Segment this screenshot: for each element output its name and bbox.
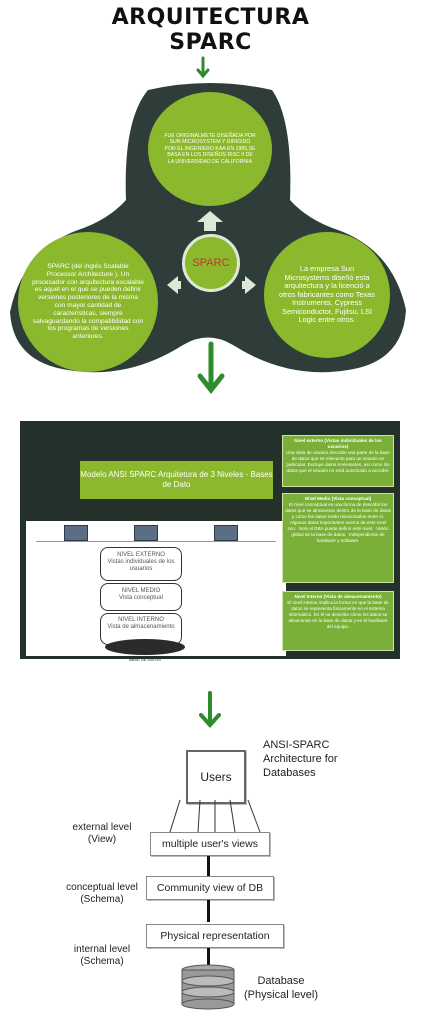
level-interno-desc: Vista de almacenamiento xyxy=(107,624,175,630)
users-box: Users xyxy=(186,750,246,804)
side-box-external-heading: Nivel externo (Vistas individuales de lo… xyxy=(294,438,382,449)
ansi-slide-panel: Modelo ANSI SPARC Arquitetura de 3 Nivel… xyxy=(20,421,400,662)
sparc-origin-circle: FUE ORIGINALMETE DISEÑADA POR SUN MICROS… xyxy=(148,92,272,206)
left-arrow-icon xyxy=(167,276,181,294)
database-label: BASE DE DATOS xyxy=(129,657,161,662)
down-arrow-icon-3 xyxy=(199,691,221,728)
external-level-label: external level (View) xyxy=(72,822,132,845)
level-external-box: NIVEL EXTERNO Vistas individuales de los… xyxy=(100,547,182,581)
down-arrow-icon xyxy=(196,56,210,79)
computer-icon xyxy=(64,525,88,541)
internal-view-label: Physical representation xyxy=(160,930,270,942)
up-arrow-icon xyxy=(197,211,223,231)
database-level-label: Database (Physical level) xyxy=(244,975,318,1001)
sparc-definition-circle: SPARC (del inglés Scalable Processor Arc… xyxy=(18,232,158,372)
sparc-licensing-text: La empresa Sun Microsystems diseñó esta … xyxy=(279,263,375,325)
side-box-interno: Nivel Interno (Vista de almacenamiento) … xyxy=(282,591,394,651)
arch-title: ANSI-SPARC Architecture for Databases xyxy=(263,739,338,779)
computer-icon xyxy=(214,525,238,541)
connector-line xyxy=(207,900,210,922)
right-arrow-icon xyxy=(242,276,256,294)
side-box-medio-body: El nivel conceptual es una forma de desc… xyxy=(285,502,391,543)
level-medio-name: NIVEL MEDIO xyxy=(121,588,161,594)
external-view-label: multiple user's views xyxy=(162,838,258,850)
level-interno-name: NIVEL INTERNO xyxy=(118,617,164,623)
external-view-box: multiple user's views xyxy=(150,832,270,856)
sparc-definition-text: SPARC (del inglés Scalable Processor Arc… xyxy=(32,263,144,341)
side-box-interno-heading: Nivel Interno (Vista de almacenamiento) xyxy=(294,594,382,599)
database-icon xyxy=(181,964,235,1010)
level-external-name: NIVEL EXTERNO xyxy=(117,552,165,558)
side-box-interno-body: El nivel interno implica la forma en que… xyxy=(287,600,389,629)
level-medio-desc: Vista conceptual xyxy=(119,595,163,601)
side-box-external: Nivel externo (Vistas individuales de lo… xyxy=(282,435,394,487)
internal-view-box: Physical representation xyxy=(146,924,284,948)
physical-level-label: NIVEL FÍSICO xyxy=(132,631,158,636)
conceptual-view-box: Community view of DB xyxy=(146,876,274,900)
page-title: ARQUITECTURA xyxy=(111,5,310,30)
connector-line xyxy=(207,856,210,876)
page-subtitle: SPARC xyxy=(169,30,252,55)
users-connector-lines xyxy=(169,799,261,833)
slide-title: Modelo ANSI SPARC Arquitetura de 3 Nivel… xyxy=(80,461,273,499)
connector-line xyxy=(207,948,210,968)
level-medio-box: NIVEL MEDIO Vista conceptual xyxy=(100,583,182,611)
sparc-center-label: SPARC xyxy=(192,257,230,269)
slide-diagram-area: NIVEL EXTERNO Vistas individuales de los… xyxy=(26,521,286,656)
network-line xyxy=(36,541,276,542)
computer-icon xyxy=(134,525,158,541)
down-arrow-icon-2 xyxy=(197,341,225,395)
conceptual-view-label: Community view of DB xyxy=(156,882,264,894)
sparc-origin-text: FUE ORIGINALMETE DISEÑADA POR SUN MICROS… xyxy=(164,132,256,165)
conceptual-level-label: conceptual level (Schema) xyxy=(66,882,138,905)
internal-level-label: internal level (Schema) xyxy=(73,944,131,967)
side-box-medio: Nivel Medio (Vista conceptual) El nivel … xyxy=(282,493,394,583)
side-box-external-body: Una vista de usuario describe una parte … xyxy=(286,450,390,473)
level-external-desc: Vistas individuales de los usuarios xyxy=(107,559,175,572)
database-icon xyxy=(105,639,185,655)
sparc-licensing-circle: La empresa Sun Microsystems diseñó esta … xyxy=(264,232,390,358)
side-box-medio-heading: Nivel Medio (Vista conceptual) xyxy=(304,496,372,501)
users-label: Users xyxy=(200,770,232,784)
sparc-center-circle: SPARC xyxy=(182,234,240,292)
